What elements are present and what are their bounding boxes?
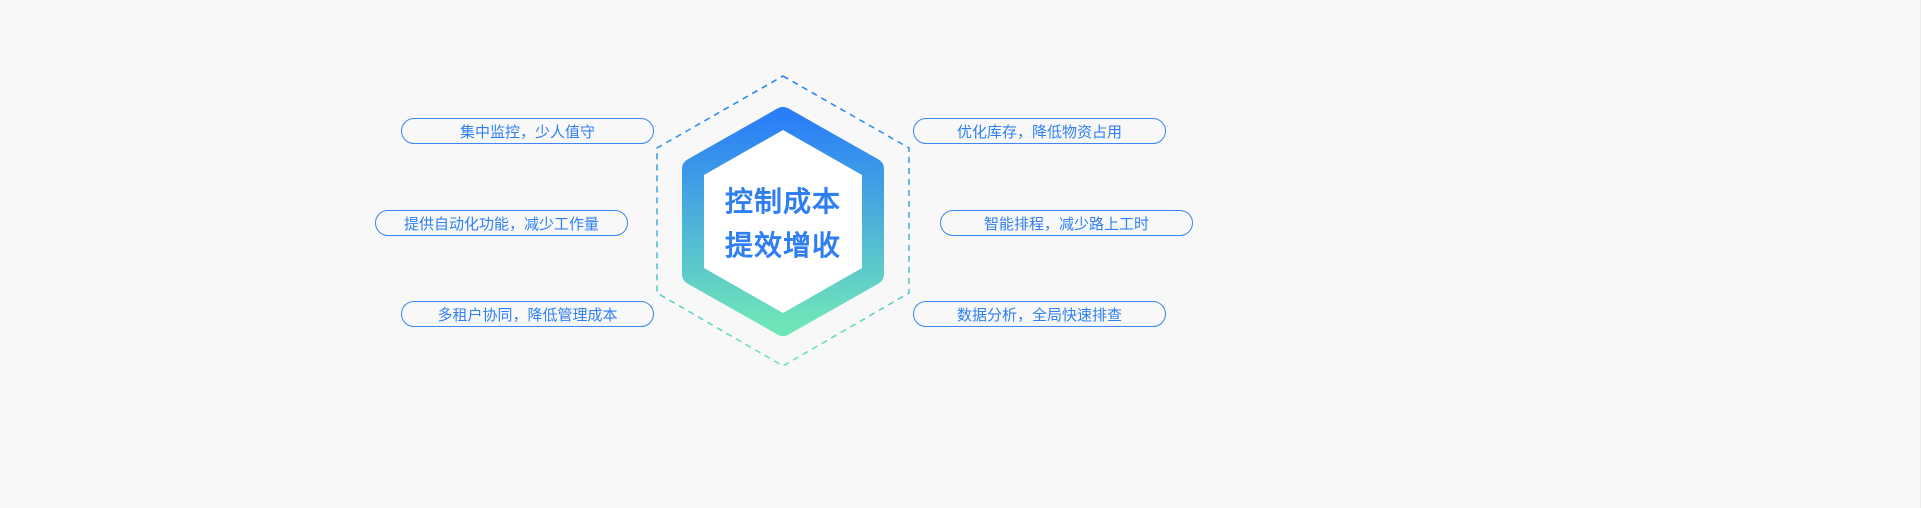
feature-pill-left-3: 多租户协同，降低管理成本 [401, 301, 654, 327]
dashed-hexagon-outline [656, 75, 910, 367]
feature-pill-right-1: 优化库存，降低物资占用 [913, 118, 1166, 144]
feature-pill-left-1: 集中监控，少人值守 [401, 118, 654, 144]
center-title-line2: 提效增收 [724, 229, 841, 262]
feature-pill-right-2: 智能排程，减少路上工时 [940, 210, 1193, 236]
solid-hexagon-ring [682, 107, 884, 336]
center-title-line1: 控制成本 [724, 185, 841, 218]
feature-pill-right-3: 数据分析，全局快速排查 [913, 301, 1166, 327]
feature-pill-left-2: 提供自动化功能，减少工作量 [375, 210, 628, 236]
